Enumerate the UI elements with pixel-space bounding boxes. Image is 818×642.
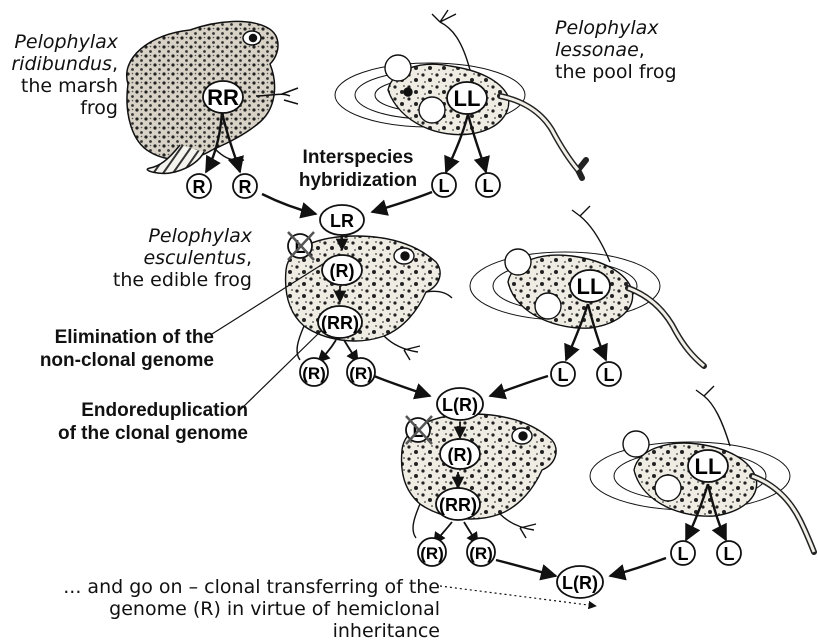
marsh-genus: Pelophylax — [14, 31, 118, 53]
svg-text:(R): (R) — [349, 364, 373, 383]
svg-text:(R): (R) — [302, 364, 326, 383]
footer-caption: ... and go on – clonal transferring of t… — [0, 576, 440, 642]
marsh-frog-label: Pelophylax ridibundus, the marsh frog — [0, 31, 118, 119]
svg-text:L: L — [678, 544, 689, 564]
hybridization-label: Interspecies hybridization — [278, 146, 438, 192]
genome-pool-gamete: L — [476, 173, 500, 197]
svg-text:L: L — [439, 176, 450, 196]
edible-common: the edible frog — [100, 269, 252, 291]
genome-clonal-gamete: (R) — [418, 538, 446, 566]
svg-text:(R): (R) — [420, 544, 444, 563]
marsh-common-2: frog — [0, 97, 118, 119]
genome-eliminated: L — [288, 232, 314, 260]
svg-text:(R): (R) — [469, 544, 493, 563]
svg-text:RR: RR — [207, 85, 239, 110]
genome-pool-gamete: L — [717, 541, 741, 565]
genome-clonal: (R) — [322, 255, 362, 285]
svg-text:R: R — [239, 177, 252, 197]
genome-clonal: (R) — [440, 439, 480, 469]
genome-pool-gamete: L — [671, 541, 695, 565]
genome-clonal-gamete: (R) — [347, 358, 375, 386]
genome-duplicated: (RR) — [318, 306, 362, 338]
genome-hybrid: L(R) — [437, 388, 483, 420]
svg-text:LR: LR — [330, 211, 354, 231]
svg-text:R: R — [193, 177, 206, 197]
genome-marsh-gamete: R — [233, 174, 257, 198]
svg-text:LL: LL — [577, 274, 604, 299]
genome-pool-gamete: L — [597, 362, 621, 386]
svg-text:L: L — [604, 365, 615, 385]
genome-marsh-gamete: R — [187, 174, 211, 198]
edible-frog-label: Pelophylax esculentus, the edible frog — [100, 225, 252, 291]
svg-text:LL: LL — [695, 454, 722, 479]
pool-common: the pool frog — [555, 61, 755, 83]
svg-text:L: L — [724, 544, 735, 564]
pool-genus: Pelophylax — [555, 17, 659, 39]
svg-text:L(R): L(R) — [442, 395, 478, 415]
endoreduplication-label: Endoreduplication of the clonal genome — [0, 399, 248, 445]
genome-marsh-parent: RR — [203, 81, 243, 113]
genome-clonal-gamete: (R) — [300, 358, 328, 386]
genome-eliminated: L — [406, 416, 432, 444]
genome-pool-parent: LL — [570, 270, 610, 302]
pool-frog-label: Pelophylax lessonae, the pool frog — [555, 17, 755, 83]
genome-hybrid: L(R) — [557, 566, 603, 598]
svg-text:(R): (R) — [330, 261, 355, 281]
genome-pool-gamete: L — [551, 362, 575, 386]
svg-text:L: L — [483, 176, 494, 196]
genome-pool-parent: LL — [447, 82, 487, 114]
genome-clonal-gamete: (R) — [467, 538, 495, 566]
svg-text:(R): (R) — [448, 445, 473, 465]
edible-genus: Pelophylax — [148, 225, 252, 247]
svg-text:(RR): (RR) — [439, 495, 477, 515]
elimination-label: Elimination of the non-clonal genome — [0, 326, 214, 372]
genome-duplicated: (RR) — [436, 488, 480, 520]
svg-text:LL: LL — [454, 86, 481, 111]
marsh-common-1: the marsh — [0, 75, 118, 97]
pool-epithet: lessonae — [555, 39, 639, 61]
svg-text:L: L — [558, 365, 569, 385]
hemiclonal-diagram: RR R R LL L L LR L (R) (RR) (R) — [0, 0, 818, 628]
genome-hybrid: LR — [320, 205, 364, 235]
edible-epithet: esculentus — [143, 247, 245, 269]
svg-text:(RR): (RR) — [321, 313, 359, 333]
svg-text:L(R): L(R) — [562, 573, 598, 593]
genome-pool-parent: LL — [688, 450, 728, 482]
marsh-epithet: ridibundus — [11, 53, 112, 75]
